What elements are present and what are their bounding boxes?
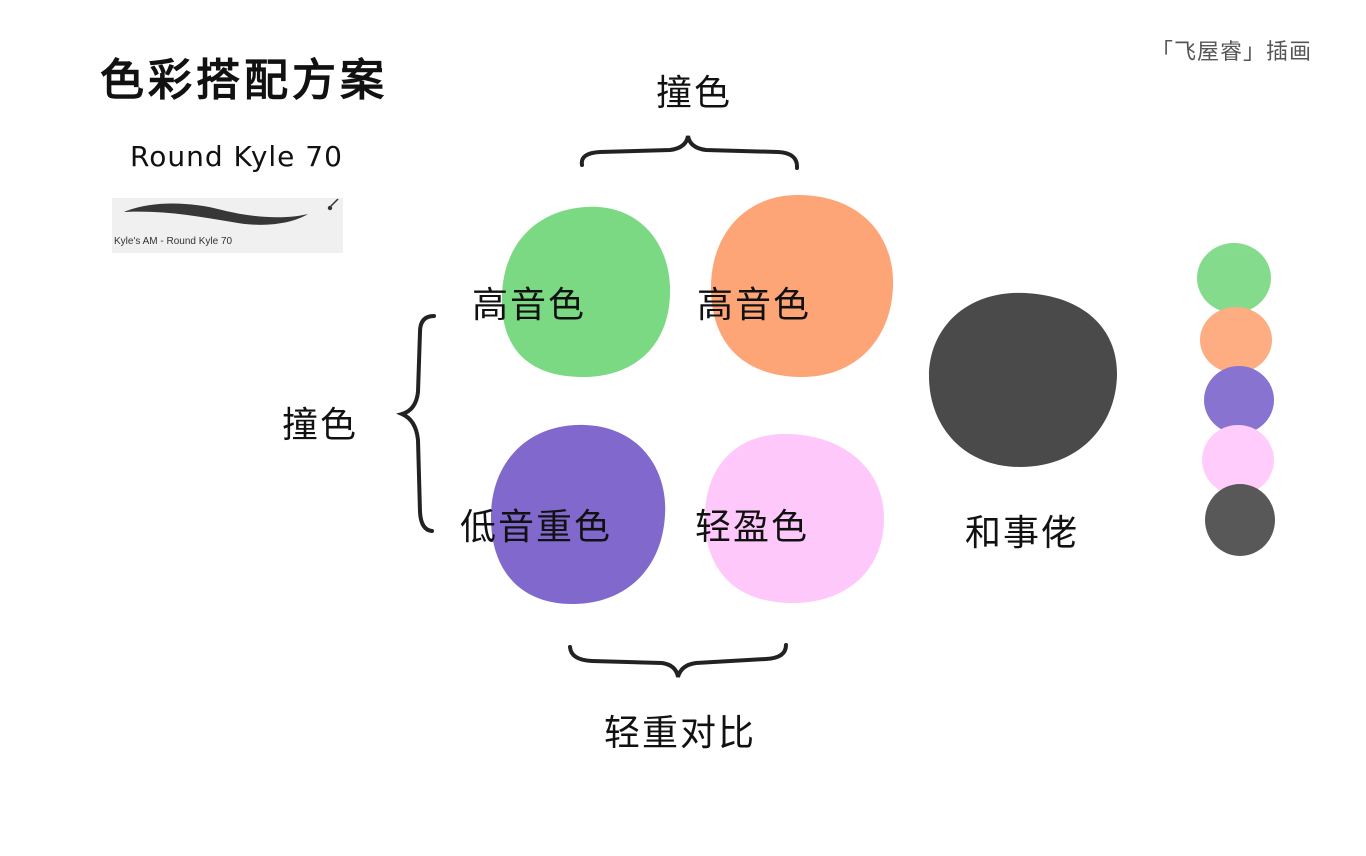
- bottom-group-label: 轻重对比: [604, 713, 757, 754]
- purple-swatch: [490, 424, 666, 605]
- purple-label: 低音重色: [460, 507, 613, 548]
- brush-name: Round Kyle 70: [130, 140, 343, 173]
- black-label: 和事佬: [965, 513, 1080, 554]
- pink-swatch: [705, 433, 885, 604]
- credit-text: 「飞屋睿」插画: [1150, 40, 1312, 65]
- bottom-brace: [568, 643, 788, 678]
- palette-column: [1197, 243, 1275, 556]
- paintbrush-icon: [327, 198, 339, 211]
- top-brace: [579, 135, 800, 170]
- green-swatch: [501, 206, 671, 378]
- top-group-label: 撞色: [656, 73, 733, 114]
- brush-caption: Kyle's AM - Round Kyle 70: [114, 236, 233, 247]
- left-group-label: 撞色: [282, 405, 359, 446]
- orange-swatch: [710, 194, 894, 378]
- pink-label: 轻盈色: [695, 507, 810, 548]
- left-brace: [396, 314, 436, 533]
- palette-purple: [1204, 366, 1274, 434]
- palette-orange: [1200, 307, 1272, 373]
- brush-stroke-sample: [124, 203, 308, 225]
- orange-label: 高音色: [697, 285, 812, 326]
- black-swatch: [928, 292, 1118, 467]
- palette-green: [1197, 243, 1271, 313]
- brush-preview: [112, 198, 343, 253]
- green-label: 高音色: [472, 285, 587, 326]
- palette-black: [1205, 484, 1275, 556]
- page-title: 色彩搭配方案: [100, 55, 388, 106]
- palette-pink: [1202, 425, 1274, 495]
